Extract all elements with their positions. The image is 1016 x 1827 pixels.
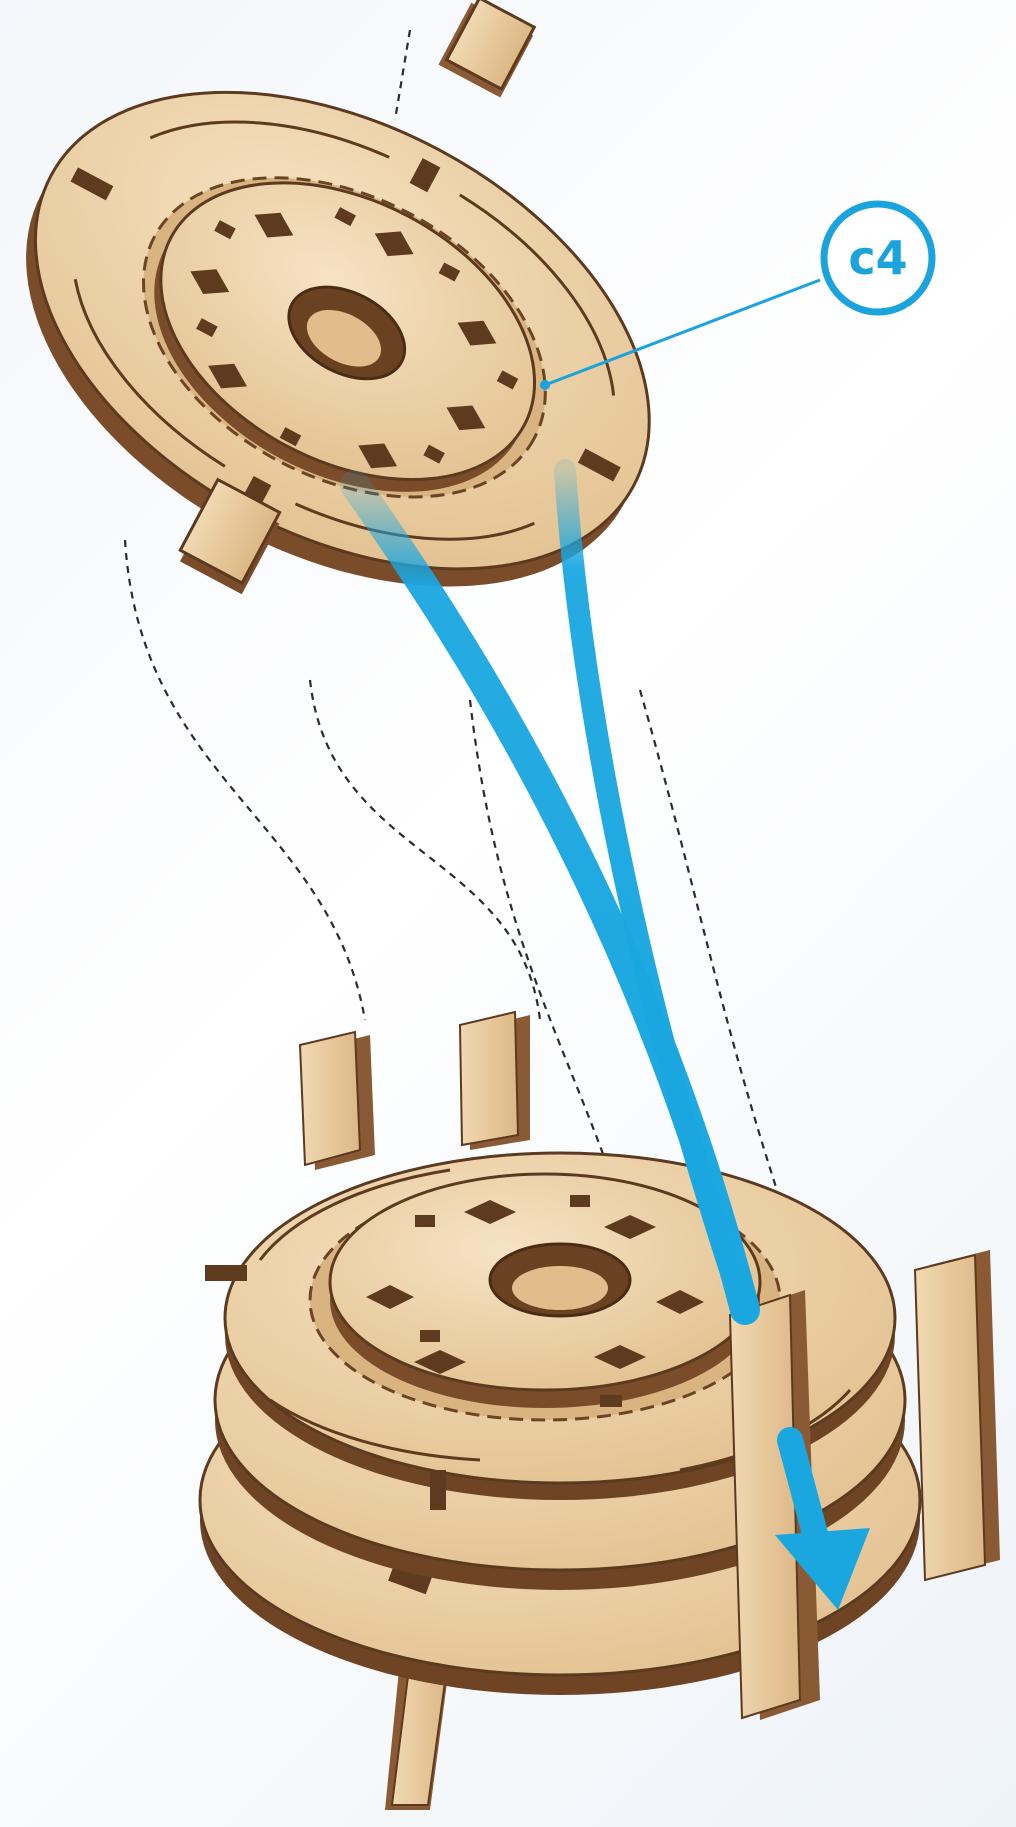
lower-peg-back-right: [460, 1012, 530, 1150]
callout-label: c4: [848, 231, 907, 285]
lower-base-assembly: [200, 1012, 1000, 1810]
guide-line-top: [395, 30, 410, 120]
lower-peg-back-left: [300, 1032, 375, 1170]
guide-line-1: [125, 540, 365, 1020]
callout-leader-dot: [540, 380, 550, 390]
guide-line-4: [640, 690, 790, 1230]
upper-top-tab: [438, 0, 536, 97]
lower-peg-front-right: [915, 1250, 1000, 1580]
upper-disc-assembly: [0, 0, 802, 733]
